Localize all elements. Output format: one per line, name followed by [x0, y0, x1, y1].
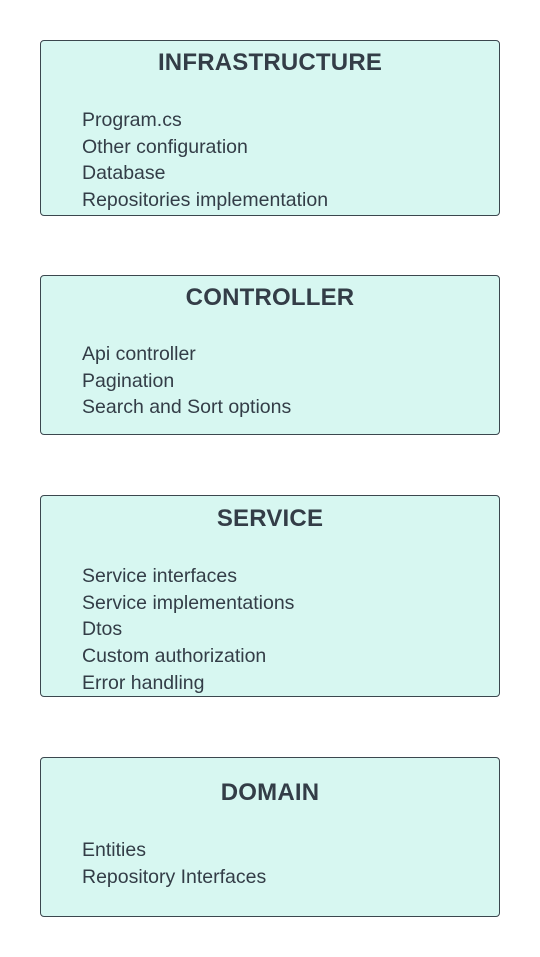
service-layer-box: SERVICE Service interfaces Service imple…: [40, 495, 500, 697]
controller-layer-box: CONTROLLER Api controller Pagination Sea…: [40, 275, 500, 435]
infrastructure-item: Program.cs: [82, 109, 182, 131]
service-layer-title: SERVICE: [216, 505, 324, 532]
infrastructure-item-list: Program.cs Other configuration Database …: [82, 107, 328, 214]
domain-item: Repository Interfaces: [82, 865, 267, 888]
service-item: Service implementations: [82, 591, 295, 614]
service-item: Dtos: [82, 618, 123, 641]
service-item: Service interfaces: [82, 565, 237, 587]
domain-item: Entities: [82, 839, 146, 861]
service-item: Custom authorization: [82, 645, 267, 668]
controller-item-list: Api controller Pagination Search and Sor…: [82, 341, 291, 421]
infrastructure-item: Repositories implementation: [82, 189, 329, 212]
infrastructure-item: Database: [82, 162, 166, 185]
controller-layer-title: CONTROLLER: [185, 284, 355, 311]
controller-item: Pagination: [82, 369, 175, 392]
service-item-list: Service interfaces Service implementatio…: [82, 563, 294, 697]
infrastructure-item: Other configuration: [82, 135, 248, 158]
domain-item-list: Entities Repository Interfaces: [82, 837, 266, 890]
controller-item: Search and Sort options: [82, 396, 292, 419]
infrastructure-layer-title: INFRASTRUCTURE: [157, 49, 383, 76]
domain-layer-title: DOMAIN: [220, 779, 320, 806]
controller-item: Api controller: [82, 343, 196, 365]
domain-layer-box: DOMAIN Entities Repository Interfaces: [40, 757, 500, 917]
service-item: Error handling: [82, 671, 205, 694]
infrastructure-layer-box: INFRASTRUCTURE Program.cs Other configur…: [40, 40, 500, 216]
